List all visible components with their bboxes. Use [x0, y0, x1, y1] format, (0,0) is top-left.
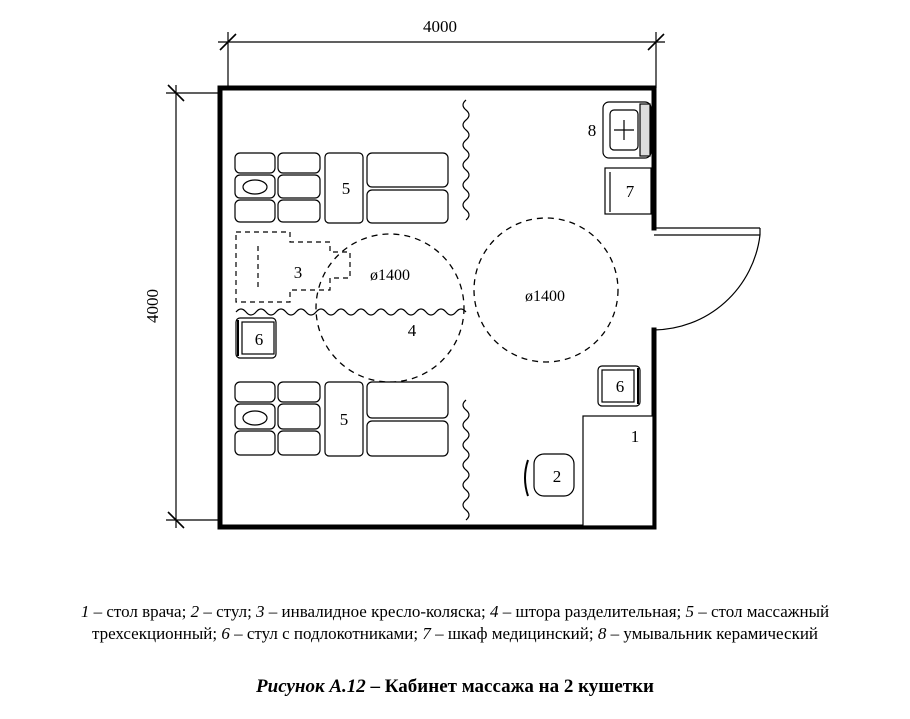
- curtain: [235, 99, 470, 521]
- item5-bottom-label: 5: [340, 410, 349, 429]
- height-dimension: [166, 84, 222, 529]
- floor-plan: 4000 4000 ø1400 ø1400: [143, 17, 761, 530]
- armchair-left: [235, 317, 277, 359]
- legend-number: 2: [190, 602, 200, 621]
- massage-table-bottom: [234, 381, 449, 457]
- legend-text: – умывальник керамический: [606, 624, 819, 643]
- legend-text: – стол врача;: [89, 602, 191, 621]
- wheelchair: [235, 231, 351, 303]
- turning-circle-left: [315, 233, 465, 383]
- height-label: 4000: [143, 289, 162, 323]
- door: [653, 227, 761, 331]
- item8-label: 8: [588, 121, 597, 140]
- width-dimension: [218, 32, 665, 88]
- figure-title-lead: Рисунок А.12: [256, 676, 366, 697]
- item2-label: 2: [553, 467, 562, 486]
- item6-left-label: 6: [255, 330, 264, 349]
- circle-right-label: ø1400: [525, 288, 565, 305]
- figure-title-text: – Кабинет массажа на 2 кушетки: [365, 676, 654, 697]
- legend-text: – штора разделительная;: [498, 602, 686, 621]
- doctor-desk: [582, 415, 654, 527]
- item1-label: 1: [631, 427, 640, 446]
- legend-text: – стул;: [199, 602, 257, 621]
- legend: 1 – стол врача; 2 – стул; 3 – инвалидное…: [0, 601, 910, 645]
- item3-label: 3: [294, 263, 303, 282]
- legend-text: – шкаф медицинский;: [430, 624, 598, 643]
- item7-label: 7: [626, 182, 635, 201]
- legend-text: трехсекционный;: [91, 624, 222, 643]
- legend-text: – стол массажный: [694, 602, 830, 621]
- legend-text: – стул с подлокотниками;: [229, 624, 423, 643]
- massage-table-top: [234, 152, 449, 224]
- chair: [524, 453, 575, 497]
- legend-number: 8: [597, 624, 607, 643]
- item5-top-label: 5: [342, 179, 351, 198]
- legend-number: 6: [221, 624, 230, 643]
- legend-number: 7: [422, 624, 431, 643]
- washbasin: [602, 101, 652, 159]
- turning-circle-right: [473, 217, 619, 363]
- legend-number: 5: [685, 602, 695, 621]
- legend-number: 3: [256, 602, 265, 621]
- item4-label: 4: [408, 321, 417, 340]
- armchair-right: [597, 365, 641, 407]
- legend-number: 4: [490, 602, 499, 621]
- circle-left-label: ø1400: [370, 267, 410, 284]
- figure-title: Рисунок А.12 – Кабинет массажа на 2 куше…: [0, 676, 910, 698]
- width-label: 4000: [423, 17, 457, 36]
- item6-right-label: 6: [616, 377, 625, 396]
- medical-cabinet: [604, 167, 652, 215]
- legend-text: – инвалидное кресло-коляска;: [264, 602, 491, 621]
- room-walls: [217, 85, 657, 530]
- legend-number: 1: [80, 602, 90, 621]
